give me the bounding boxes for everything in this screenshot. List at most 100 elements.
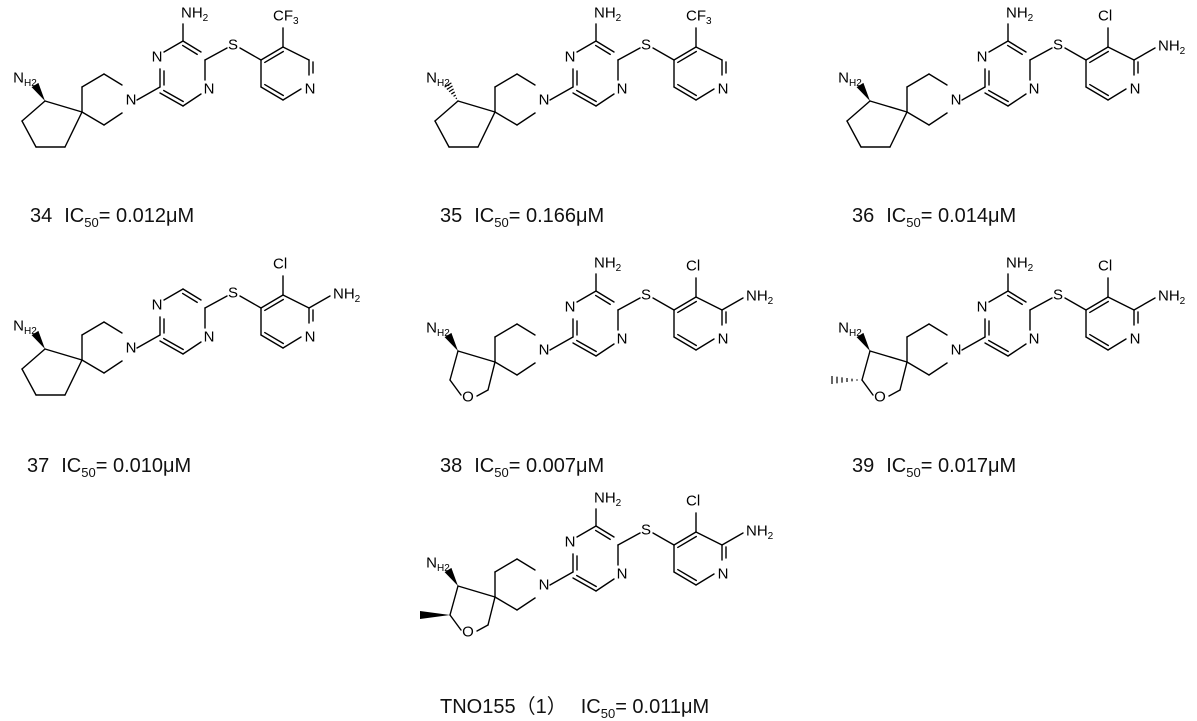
- bond: [494, 323, 518, 338]
- bond: [988, 290, 1009, 303]
- bond: [239, 47, 262, 61]
- bond: [260, 294, 284, 309]
- ic50-label: IC: [61, 455, 82, 477]
- bond: [81, 73, 105, 88]
- bond: [695, 296, 723, 311]
- double-bond: [264, 83, 285, 97]
- ic50-subscript: 50: [600, 706, 616, 721]
- bond: [572, 577, 597, 592]
- double-bond: [1089, 300, 1110, 314]
- bond: [572, 92, 597, 107]
- bond: [549, 336, 574, 351]
- double-bond: [594, 44, 611, 56]
- bond: [182, 93, 202, 107]
- pyrazine-n-label: N: [1029, 81, 1040, 98]
- substituent-label: CF3: [273, 8, 299, 27]
- bond: [1085, 46, 1109, 61]
- sulfur-label: S: [641, 37, 651, 54]
- double-bond: [576, 339, 597, 353]
- wedge-bond: [444, 567, 458, 586]
- pyridine-n-label: N: [718, 81, 729, 98]
- bond: [984, 342, 1009, 357]
- bond: [81, 111, 105, 126]
- bond: [576, 290, 597, 303]
- amine-label: NH2: [838, 70, 862, 89]
- bond: [516, 112, 536, 126]
- amine-label: NH2: [426, 70, 450, 89]
- pyrazine-n-label: N: [617, 81, 628, 98]
- bond: [906, 361, 930, 376]
- bond: [652, 47, 675, 61]
- substituent-label: CF3: [686, 8, 712, 27]
- bond: [984, 92, 1009, 107]
- bond: [282, 294, 310, 309]
- bond: [888, 389, 901, 397]
- bond: [64, 111, 83, 148]
- bond: [861, 379, 874, 396]
- pyrazine-n-label: N: [152, 297, 163, 314]
- ic50-value: = 0.007μM: [508, 455, 605, 477]
- bond: [673, 571, 697, 586]
- oxygen-label: O: [462, 389, 474, 406]
- ic50-label: IC: [474, 455, 495, 477]
- bond: [21, 120, 37, 148]
- sulfur-label: S: [641, 287, 651, 304]
- double-bond: [163, 337, 184, 351]
- double-bond: [677, 83, 698, 97]
- pyrazine-n-label: N: [977, 299, 988, 316]
- bond: [549, 86, 574, 101]
- bond: [695, 46, 723, 61]
- bond: [457, 585, 496, 598]
- bond: [260, 46, 284, 61]
- compound-number: 34: [30, 205, 53, 227]
- substituent-label: Cl: [686, 493, 700, 510]
- bond: [846, 100, 871, 122]
- bond: [282, 88, 302, 101]
- bond: [1133, 47, 1156, 61]
- bond: [869, 100, 908, 113]
- double-bond: [594, 529, 611, 541]
- compound-number: 35: [440, 205, 463, 227]
- bond: [673, 86, 697, 101]
- pyrazine-amine-label: NH2: [594, 5, 622, 24]
- ic50-value: = 0.012μM: [98, 205, 195, 227]
- amine-label: NH2: [426, 320, 450, 339]
- pyrazine-amine-label: NH2: [1006, 5, 1034, 24]
- bond: [204, 295, 228, 309]
- pyrazine-n-label: N: [565, 49, 576, 66]
- pyrazine-n-label: N: [617, 331, 628, 348]
- bond: [81, 359, 105, 374]
- bond: [516, 558, 536, 571]
- bond: [906, 111, 930, 126]
- bond: [861, 350, 871, 381]
- wedge-bond: [31, 82, 45, 101]
- piperidine-n-label: N: [539, 342, 550, 359]
- bond: [21, 348, 46, 370]
- ic50-value: = 0.166μM: [508, 205, 605, 227]
- bond: [103, 73, 123, 86]
- bond: [494, 361, 518, 376]
- compound-number: 36: [852, 205, 875, 227]
- sulfur-label: S: [228, 285, 238, 302]
- pyrazine-amine-label: NH2: [1006, 255, 1034, 274]
- ic50-label: IC: [474, 205, 495, 227]
- ic50-label: IC: [886, 455, 907, 477]
- bond: [1007, 290, 1027, 303]
- substituent-label: NH2: [1158, 288, 1186, 307]
- bond: [549, 571, 574, 586]
- bond: [617, 297, 641, 311]
- bond: [721, 297, 744, 311]
- ic50-value: = 0.010μM: [95, 455, 192, 477]
- bond: [595, 40, 615, 53]
- bond: [239, 295, 262, 309]
- oxygen-label: O: [874, 389, 886, 406]
- double-bond: [988, 339, 1009, 353]
- pyridine-n-label: N: [1130, 331, 1141, 348]
